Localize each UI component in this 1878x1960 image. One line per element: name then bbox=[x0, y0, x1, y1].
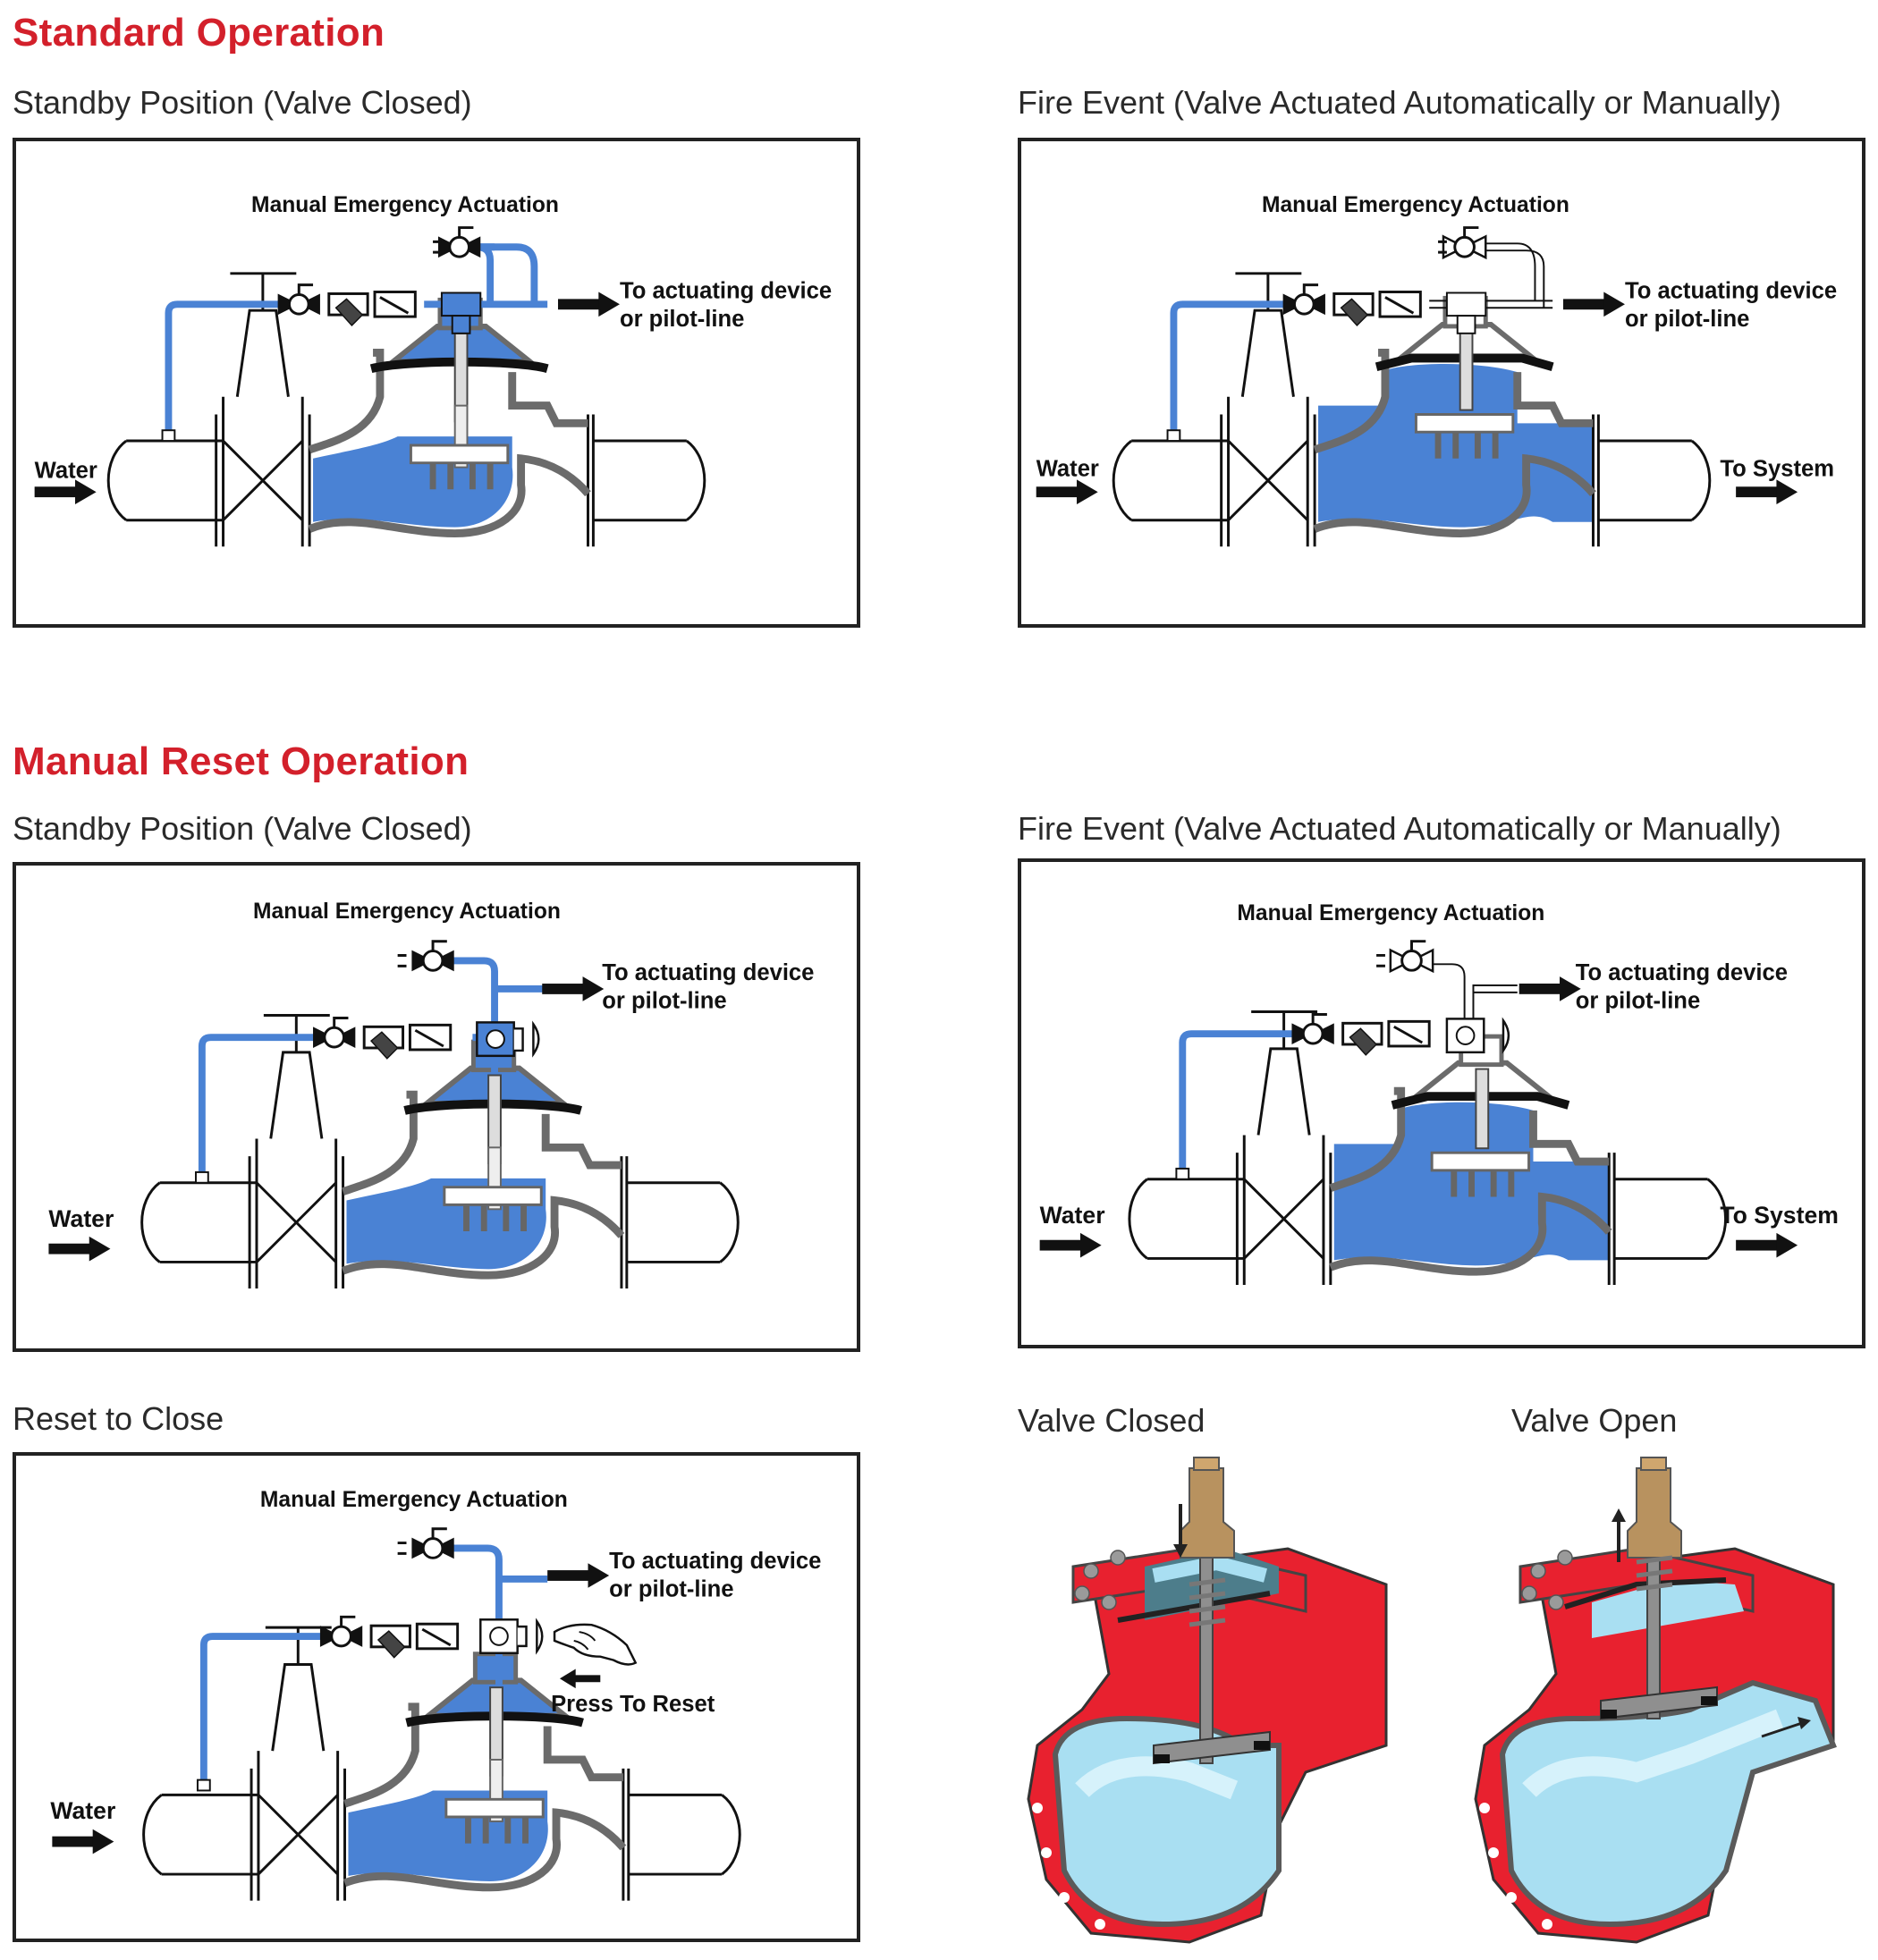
label-manual-emergency: Manual Emergency Actuation bbox=[251, 193, 559, 217]
label-manual-emergency: Manual Emergency Actuation bbox=[253, 900, 561, 924]
diagram-standard-standby: Manual Emergency Actuation To actuating … bbox=[13, 138, 860, 628]
label-actuating-line2: or pilot-line bbox=[620, 307, 744, 332]
label-actuating-line2: or pilot-line bbox=[1576, 989, 1700, 1014]
cutaway-valve-open bbox=[1458, 1450, 1851, 1947]
panel-title-reset-to-close: Reset to Close bbox=[13, 1400, 224, 1437]
cutaway-valve-closed bbox=[1011, 1450, 1404, 1947]
label-actuating-line1: To actuating device bbox=[620, 278, 832, 303]
panel-title-manual-standby: Standby Position (Valve Closed) bbox=[13, 810, 472, 847]
schematic-standard-standby: Manual Emergency Actuation To actuating … bbox=[34, 193, 832, 548]
label-manual-emergency: Manual Emergency Actuation bbox=[1237, 901, 1544, 925]
diagram-manual-standby: Manual Emergency Actuation To actuating … bbox=[13, 862, 860, 1352]
label-to-system: To System bbox=[1720, 1202, 1839, 1229]
cutaway-open-illustration bbox=[1474, 1457, 1837, 1944]
schematic-manual-fire: Manual Emergency Actuation To actuating … bbox=[1039, 901, 1839, 1287]
diagram-reset-to-close: Manual Emergency Actuation To actuating … bbox=[13, 1452, 860, 1942]
panel-title-standard-standby: Standby Position (Valve Closed) bbox=[13, 84, 472, 121]
label-actuating-line2: or pilot-line bbox=[609, 1577, 733, 1602]
label-actuating-line1: To actuating device bbox=[1625, 278, 1837, 303]
panel-title-valve-open: Valve Open bbox=[1511, 1402, 1678, 1439]
schematic-manual-standby: Manual Emergency Actuation To actuating … bbox=[48, 900, 814, 1290]
label-water: Water bbox=[48, 1205, 114, 1232]
panel-title-valve-closed: Valve Closed bbox=[1018, 1402, 1205, 1439]
diagram-manual-fire: Manual Emergency Actuation To actuating … bbox=[1018, 858, 1865, 1348]
label-water: Water bbox=[50, 1797, 115, 1824]
label-water: Water bbox=[35, 458, 97, 483]
label-actuating-line1: To actuating device bbox=[609, 1549, 821, 1574]
label-water: Water bbox=[1040, 1202, 1105, 1229]
label-press-to-reset: Press To Reset bbox=[551, 1692, 715, 1717]
label-manual-emergency: Manual Emergency Actuation bbox=[260, 1488, 568, 1512]
label-to-system: To System bbox=[1720, 456, 1834, 481]
label-water: Water bbox=[1036, 456, 1099, 481]
cutaway-closed-illustration bbox=[1027, 1457, 1388, 1944]
panel-title-standard-fire: Fire Event (Valve Actuated Automatically… bbox=[1018, 84, 1781, 121]
label-actuating-line1: To actuating device bbox=[1576, 960, 1788, 985]
schematic-reset-to-close: Manual Emergency Actuation To actuating … bbox=[50, 1488, 821, 1903]
panel-title-manual-fire: Fire Event (Valve Actuated Automatically… bbox=[1018, 810, 1781, 847]
label-actuating-line2: or pilot-line bbox=[602, 989, 726, 1014]
section-title-manual-reset: Manual Reset Operation bbox=[13, 739, 470, 783]
schematic-standard-fire: Manual Emergency Actuation To actuating … bbox=[1036, 193, 1837, 548]
diagram-standard-fire: Manual Emergency Actuation To actuating … bbox=[1018, 138, 1865, 628]
section-title-standard: Standard Operation bbox=[13, 11, 385, 55]
hand-icon bbox=[553, 1623, 638, 1666]
label-actuating-line2: or pilot-line bbox=[1625, 307, 1749, 332]
label-actuating-line1: To actuating device bbox=[602, 960, 814, 985]
label-manual-emergency: Manual Emergency Actuation bbox=[1262, 193, 1569, 217]
